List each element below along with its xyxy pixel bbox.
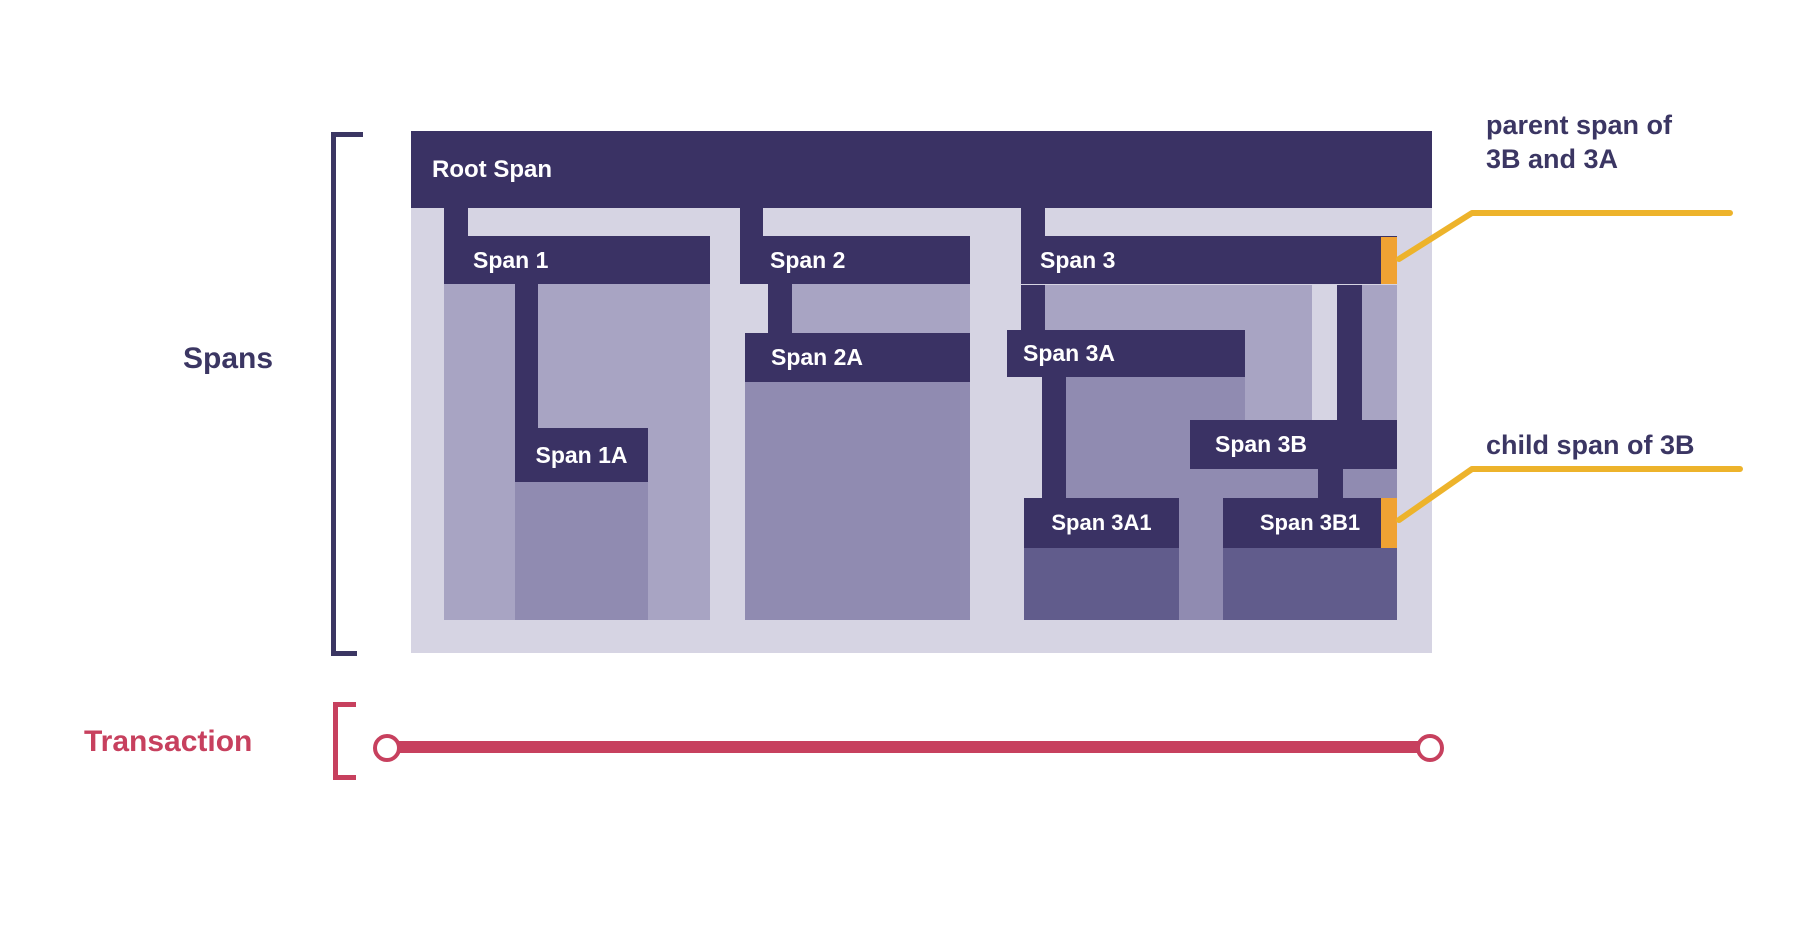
span2a-bar-label: Span 2A (771, 344, 864, 370)
connector-root-to-span1 (444, 208, 468, 236)
span2a-children-region (745, 382, 970, 620)
span1-bar: Span 1 (444, 236, 710, 284)
span3b1-children-region (1223, 548, 1397, 620)
connector-root-to-span2 (740, 208, 763, 236)
connector-root-to-span3 (1021, 208, 1045, 236)
span3a-bar-label: Span 3A (1023, 340, 1116, 366)
span1-bar-label: Span 1 (473, 246, 549, 273)
root-span-bar-label: Root Span (432, 155, 552, 183)
child-span-marker (1381, 498, 1397, 548)
connector-span3-to-span3a (1021, 285, 1045, 330)
spans-label: Spans (183, 342, 274, 375)
span3-children-region-right (1362, 285, 1397, 420)
span3b1-bar-label: Span 3B1 (1259, 510, 1361, 535)
transaction-label: Transaction (84, 725, 253, 758)
connector-span1-to-span1a (515, 284, 538, 428)
transaction-bracket-top-foot (333, 702, 356, 707)
transaction-timeline-bar (392, 741, 1420, 753)
transaction-start-dot (373, 734, 401, 762)
child-span-annotation-line (1396, 466, 1743, 523)
span3a1-children-region (1024, 548, 1179, 620)
span3a1-bar-label: Span 3A1 (1051, 510, 1152, 535)
span3b-bar-label: Span 3B (1215, 431, 1308, 457)
span1a-bar: Span 1A (515, 428, 648, 482)
span2-bar: Span 2 (740, 236, 970, 284)
span2-children-region (768, 284, 970, 333)
span3a1-bar: Span 3A1 (1024, 498, 1179, 548)
parent-span-annotation-line1: parent span of (1486, 110, 1673, 140)
connector-span3b-to-span3b1 (1318, 469, 1343, 498)
parent-span-annotation-line (1396, 210, 1733, 262)
spans-bracket-vertical (331, 132, 336, 656)
span3b-bar: Span 3B (1190, 420, 1397, 469)
span2a-bar: Span 2A (745, 333, 970, 382)
spans-bracket-bottom-foot (331, 651, 357, 656)
span2-bar-label: Span 2 (770, 246, 846, 273)
span3b1-bar: Span 3B1 (1223, 498, 1397, 548)
connector-span2-to-span2a (768, 284, 792, 333)
parent-span-annotation: parent span of 3B and 3A (1486, 108, 1672, 176)
child-span-annotation: child span of 3B (1486, 430, 1695, 460)
connector-span3a-to-span3a1 (1042, 377, 1066, 498)
root-span-bar: Root Span (411, 131, 1432, 208)
parent-span-marker (1381, 237, 1397, 284)
transaction-bracket-vertical (333, 702, 338, 780)
span3-bar-label: Span 3 (1040, 246, 1116, 273)
span1a-children-region (515, 482, 648, 620)
transaction-bracket-bottom-foot (333, 775, 356, 780)
span1a-bar-label: Span 1A (535, 441, 628, 468)
transaction-end-dot (1416, 734, 1444, 762)
spans-bracket-top-foot (331, 132, 363, 137)
parent-span-annotation-line2: 3B and 3A (1486, 144, 1619, 174)
trace-container: Root Span Span 1 Span 1A Span 2 Span 2A … (411, 131, 1432, 653)
span3-bar: Span 3 (1021, 236, 1397, 284)
span3a-bar: Span 3A (1007, 330, 1245, 377)
connector-span3-to-span3b (1337, 285, 1362, 420)
